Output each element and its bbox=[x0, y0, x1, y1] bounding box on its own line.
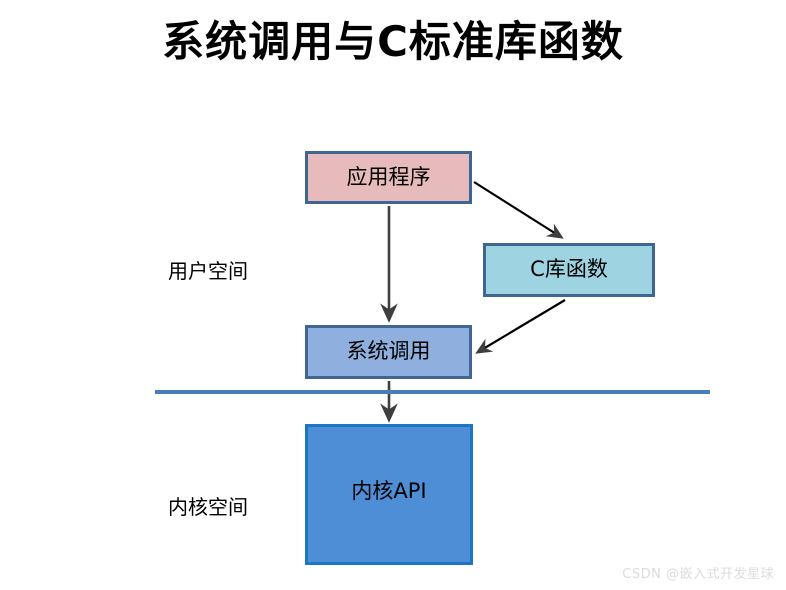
node-kernel-api[interactable]: 内核API bbox=[305, 424, 473, 565]
watermark: CSDN @嵌入式开发星球 bbox=[622, 567, 774, 582]
node-label: 系统调用 bbox=[346, 339, 431, 364]
node-label: 应用程序 bbox=[346, 164, 431, 189]
page-title: 系统调用与C标准库函数 bbox=[162, 17, 624, 66]
node-label: 内核API bbox=[351, 478, 427, 503]
node-system-call[interactable]: 系统调用 bbox=[305, 325, 472, 379]
node-application-program[interactable]: 应用程序 bbox=[305, 151, 472, 204]
connector-app-to-clib bbox=[473, 181, 564, 239]
region-label-kernel-space: 内核空间 bbox=[168, 495, 248, 519]
space-divider bbox=[155, 390, 710, 394]
node-label: C库函数 bbox=[530, 257, 608, 282]
region-label-user-space: 用户空间 bbox=[168, 259, 248, 283]
node-c-library-functions[interactable]: C库函数 bbox=[483, 243, 655, 297]
connector-clib-to-syscall bbox=[475, 299, 566, 354]
